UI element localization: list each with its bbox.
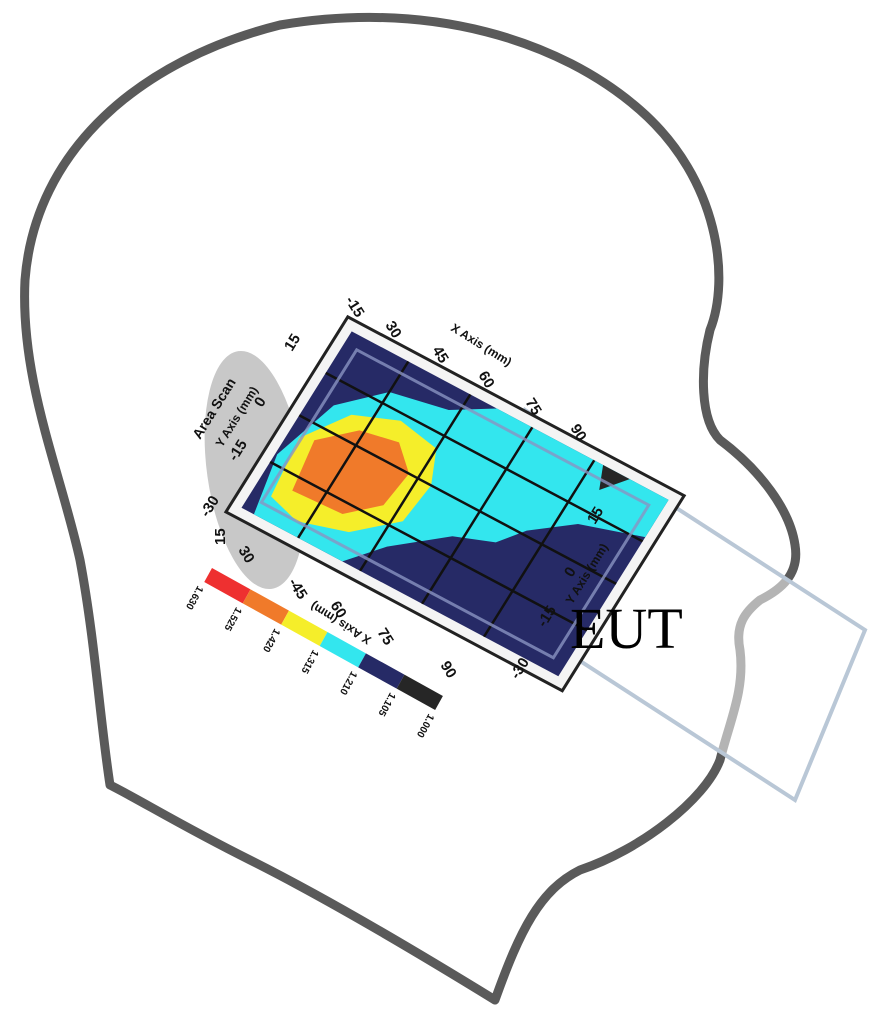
legend-tick: 1.105 — [375, 691, 397, 719]
eut-label: EUT — [570, 596, 683, 661]
x-axis-tick: 45 — [429, 343, 452, 366]
bottom-x-tick: -45 — [285, 575, 311, 602]
legend-swatch — [242, 589, 289, 625]
x-axis-tick: -15 — [342, 293, 368, 320]
legend-tick: 1.525 — [221, 605, 243, 633]
right-y-tick: 15 — [584, 504, 607, 527]
legend-tick: 1.420 — [260, 627, 282, 655]
legend-swatch — [358, 653, 405, 689]
legend-swatch — [204, 568, 251, 604]
x-axis-label: X Axis (mm) — [448, 321, 514, 369]
legend-tick: 1.315 — [298, 648, 320, 676]
left-extra-tick: 15 — [212, 528, 229, 545]
area-scan-map — [223, 314, 687, 693]
x-axis-tick: 30 — [382, 318, 405, 341]
legend-swatch — [319, 631, 366, 668]
x-axis-tick: 60 — [475, 368, 498, 391]
y-axis-tick: 15 — [281, 331, 304, 354]
legend-swatch — [396, 674, 443, 710]
scan-grid — [269, 360, 644, 638]
bottom-x-tick: 75 — [374, 625, 397, 648]
legend-swatch — [281, 610, 328, 646]
x-axis-tick: 75 — [522, 395, 545, 418]
x-axis-tick: 90 — [567, 421, 590, 444]
orange-region — [292, 430, 410, 515]
bottom-x-tick: 60 — [327, 598, 350, 621]
bottom-x-tick: 90 — [437, 658, 460, 681]
legend-tick: 1.000 — [414, 712, 436, 740]
head-outline — [20, 13, 801, 1005]
legend-tick: 1.210 — [337, 669, 359, 697]
legend-tick: 1.630 — [183, 584, 205, 612]
bottom-x-tick: 30 — [235, 543, 258, 566]
